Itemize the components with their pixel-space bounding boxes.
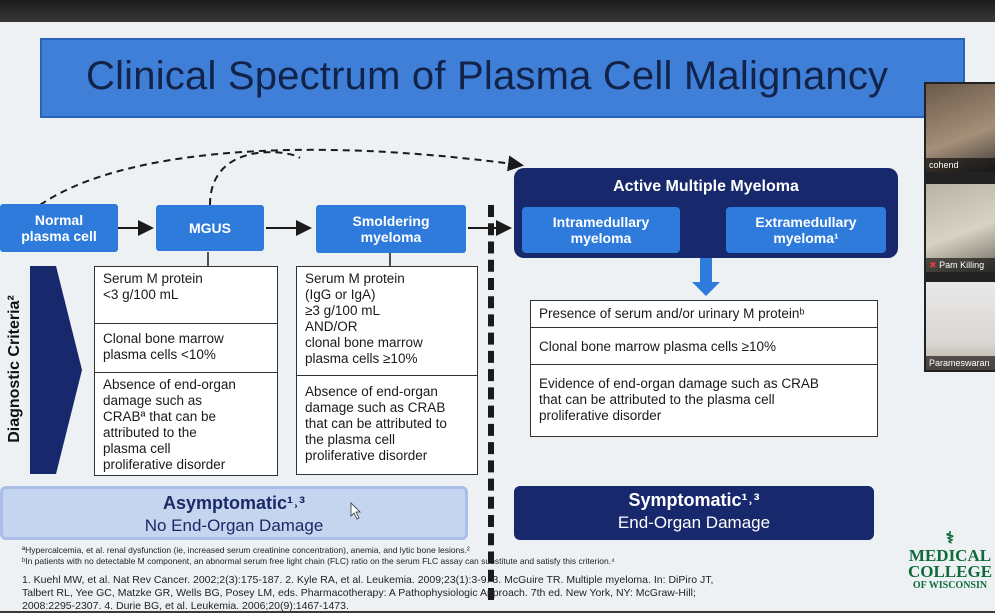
stage-mgus-label: MGUS bbox=[189, 220, 231, 236]
diagnostic-chevron bbox=[30, 266, 82, 474]
participant-tile[interactable]: cohend bbox=[926, 84, 995, 172]
criterion-line: that can be attributed to the plasma cel… bbox=[539, 392, 775, 407]
muted-mic-icon: ✖ bbox=[929, 260, 937, 270]
symptomatic-banner: Symptomatic¹˒³ End-Organ Damage bbox=[514, 486, 874, 540]
criterion-line: proliferative disorder bbox=[539, 408, 662, 423]
criterion-line: damage such as CRAB bbox=[305, 400, 446, 415]
extramedullary-line2: myeloma¹ bbox=[773, 230, 839, 246]
participant-namebar: ✖ Pam Killing bbox=[926, 258, 995, 272]
symptomatic-title: Symptomatic¹˒³ bbox=[628, 490, 760, 510]
intramedullary-line2: myeloma bbox=[570, 230, 632, 246]
logo-line: MEDICAL bbox=[908, 546, 992, 565]
logo-line: OF WISCONSIN bbox=[912, 580, 988, 591]
criterion-line: AND/OR bbox=[305, 319, 358, 334]
slide-title: Clinical Spectrum of Plasma Cell Maligna… bbox=[86, 54, 889, 98]
dashed-arrow-normal-to-active bbox=[39, 148, 524, 206]
criterion-line: plasma cells ≥10% bbox=[305, 351, 418, 366]
stage-normal-line1: Normal bbox=[34, 212, 84, 228]
footnote-b: ᵇIn patients with no detectable M compon… bbox=[22, 556, 615, 566]
stage-normal-line2: plasma cell bbox=[21, 228, 97, 244]
stage-smoldering-line1: Smoldering bbox=[352, 213, 430, 229]
smoldering-criterion-serum: Serum M protein (IgG or IgA) ≥3 g/100 mL… bbox=[296, 266, 478, 376]
mgus-criterion-end-organ: Absence of end-organ damage such as CRAB… bbox=[94, 372, 278, 476]
criterion-line: attributed to the bbox=[103, 425, 197, 440]
criterion-line: Presence of serum and/or urinary M prote… bbox=[539, 306, 805, 321]
criterion-line: proliferative disorder bbox=[103, 457, 226, 472]
down-arrow-active bbox=[692, 258, 720, 296]
asymptomatic-title: Asymptomatic¹˒³ bbox=[162, 493, 305, 513]
active-criterion-marrow: Clonal bone marrow plasma cells ≥10% bbox=[530, 327, 878, 365]
criterion-line: the plasma cell bbox=[305, 432, 396, 447]
reference-line: 2008:2295-2307. 4. Durie BG, et al. Leuk… bbox=[22, 600, 349, 612]
participant-name: Pam Killing bbox=[939, 260, 985, 270]
asymptomatic-banner: Asymptomatic¹˒³ No End-Organ Damage bbox=[0, 486, 468, 540]
active-myeloma-title: Active Multiple Myeloma bbox=[514, 176, 898, 198]
criterion-line: proliferative disorder bbox=[305, 448, 428, 463]
stage-mgus: MGUS bbox=[156, 205, 264, 251]
active-criterion-m-protein: Presence of serum and/or urinary M prote… bbox=[530, 300, 878, 328]
footnote-a: ªHypercalcemia, et al. renal dysfunction… bbox=[22, 545, 470, 555]
caduceus-icon: ⚕ bbox=[945, 530, 955, 547]
criterion-line: Serum M protein bbox=[103, 271, 203, 286]
extramedullary-line1: Extramedullary bbox=[755, 214, 857, 230]
symptomatic-subtitle: End-Organ Damage bbox=[617, 513, 771, 532]
stage-smoldering-line2: myeloma bbox=[360, 229, 422, 245]
criterion-line: ≥3 g/100 mL bbox=[305, 303, 380, 318]
criterion-line: Absence of end-organ bbox=[305, 384, 438, 399]
asymptomatic-subtitle: No End-Organ Damage bbox=[144, 516, 324, 535]
mgus-criterion-marrow: Clonal bone marrow plasma cells <10% bbox=[94, 323, 278, 373]
stage-intramedullary: Intramedullary myeloma bbox=[522, 207, 680, 253]
stage-smoldering-myeloma: Smoldering myeloma bbox=[316, 205, 466, 253]
logo-line: COLLEGE bbox=[907, 562, 993, 581]
title-banner bbox=[40, 38, 965, 118]
stage-extramedullary: Extramedullary myeloma¹ bbox=[726, 207, 886, 253]
stage-normal-plasma-cell: Normal plasma cell bbox=[0, 204, 118, 252]
references: 1. Kuehl MW, et al. Nat Rev Cancer. 2002… bbox=[22, 574, 713, 613]
mgus-criterion-serum: Serum M protein <3 g/100 mL bbox=[94, 266, 278, 324]
criterion-line: Clonal bone marrow plasma cells ≥10% bbox=[539, 339, 777, 354]
criterion-line: (IgG or IgA) bbox=[305, 287, 376, 302]
active-criterion-end-organ: Evidence of end-organ damage such as CRA… bbox=[530, 364, 878, 437]
dashed-arrow-mgus-curve bbox=[209, 151, 301, 206]
criterion-line: Evidence of end-organ damage such as CRA… bbox=[539, 376, 819, 391]
participant-name: Parameswaran bbox=[926, 356, 995, 370]
active-myeloma-title-text: Active Multiple Myeloma bbox=[613, 178, 799, 195]
criterion-line: Clonal bone marrow bbox=[103, 331, 224, 346]
criterion-line: Serum M protein bbox=[305, 271, 405, 286]
criterion-line: CRABª that can be bbox=[103, 409, 217, 424]
criterion-line: that can be attributed to bbox=[305, 416, 447, 431]
smoldering-criterion-end-organ: Absence of end-organ damage such as CRAB… bbox=[296, 375, 478, 475]
reference-line: Talbert RL, Yee GC, Matzke GR, Wells BG,… bbox=[22, 587, 696, 599]
participant-tile[interactable]: ✖ Pam Killing bbox=[926, 184, 995, 272]
criterion-line: clonal bone marrow bbox=[305, 335, 423, 350]
participant-tile[interactable]: Parameswaran bbox=[926, 282, 995, 370]
monitor-bezel bbox=[0, 0, 995, 24]
criterion-line: damage such as bbox=[103, 393, 203, 408]
criterion-line: <3 g/100 mL bbox=[103, 287, 179, 302]
participant-name: cohend bbox=[926, 158, 995, 172]
medical-college-logo: ⚕ MEDICAL COLLEGE OF WISCONSIN bbox=[905, 528, 995, 592]
dashed-divider bbox=[488, 205, 494, 600]
criterion-line: Absence of end-organ bbox=[103, 377, 236, 392]
criterion-line: plasma cells <10% bbox=[103, 347, 216, 362]
criterion-line: plasma cell bbox=[103, 441, 171, 456]
intramedullary-line1: Intramedullary bbox=[552, 214, 650, 230]
reference-line: 1. Kuehl MW, et al. Nat Rev Cancer. 2002… bbox=[22, 574, 714, 586]
